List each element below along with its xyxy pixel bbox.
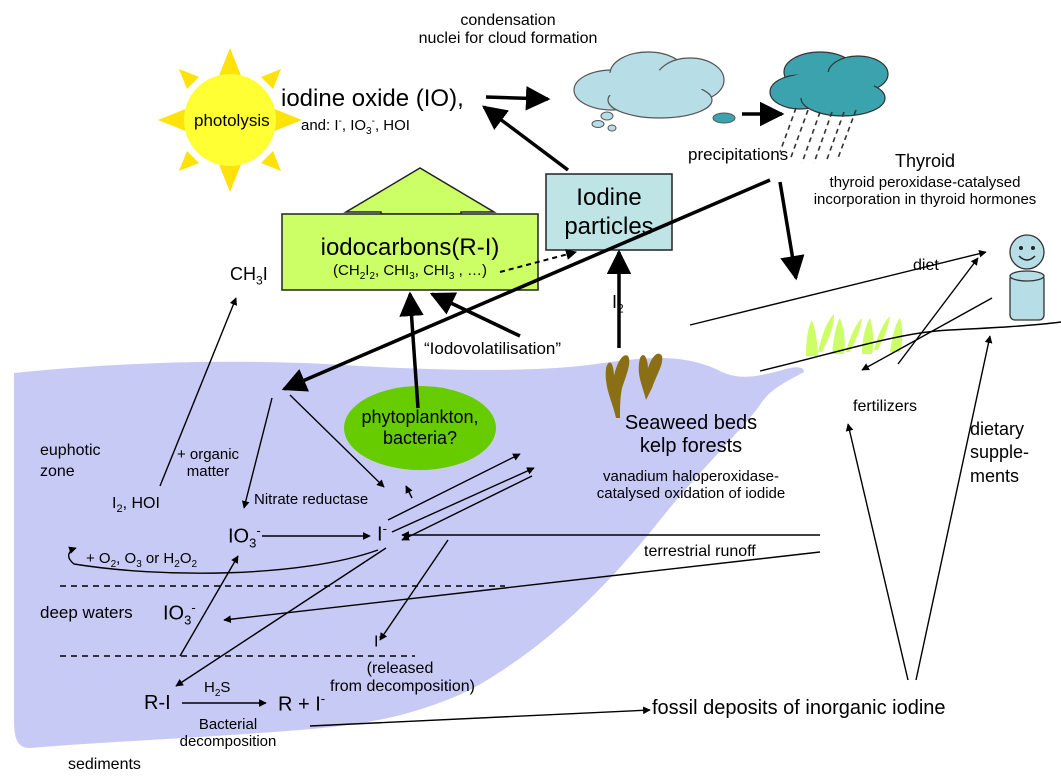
- ri-label: R-I: [144, 692, 171, 714]
- seaweed-label: Seaweed beds kelp forests: [624, 412, 758, 457]
- oxidants-label: + O2, O3 or H2O2: [86, 550, 198, 570]
- i2-air-label: I2: [612, 292, 624, 316]
- bacterial-decomposition-label: Bacterial decomposition: [179, 716, 277, 751]
- iodide-upper-label: I-: [377, 521, 387, 546]
- iodocarbons-species: (CH2I2, CHI3, CHI3 , …): [333, 262, 487, 282]
- euphotic-zone-label: euphotic zone: [40, 442, 101, 480]
- ch3i-label: CH3I: [230, 264, 268, 288]
- sun-disc: [184, 74, 276, 166]
- iodocarbons-title: iodocarbons(R-I): [320, 234, 500, 261]
- iodine-oxide-species-label: and: I-, IO3-, HOI: [301, 116, 410, 137]
- volatilisation-big-arrow: [343, 167, 497, 215]
- precipitations-label: precipitations: [688, 145, 789, 164]
- land-surface: [759, 321, 1061, 372]
- photolysis-label: photolysis: [194, 111, 270, 130]
- deep-waters-label: deep waters: [40, 603, 133, 622]
- io3-upper-label: IO3-: [228, 523, 261, 551]
- r-plus-i-label: R + I-: [278, 691, 326, 716]
- iodine-oxide-label: iodine oxide (IO),: [281, 85, 464, 112]
- iodine-particles-box: [545, 173, 673, 251]
- thyroid-label: Thyroid thyroid peroxidase-catalysed inc…: [813, 151, 1037, 208]
- fertilizers-label: fertilizers: [853, 398, 918, 415]
- phytoplankton-ellipse: [344, 386, 496, 470]
- iodocarbon-to-particles-dashed: [499, 249, 578, 273]
- person-icon: [1009, 234, 1045, 321]
- sun-icon: [158, 48, 302, 192]
- iodide-deep-label: I-: [374, 631, 383, 651]
- h2s-label: H2S: [204, 679, 231, 699]
- vanadium-label: vanadium haloperoxidase- catalysed oxida…: [596, 468, 786, 503]
- nitrate-reductase-label: Nitrate reductase: [254, 491, 369, 508]
- seaweed-icon: [605, 353, 663, 418]
- iodocarbons-box: [281, 213, 539, 291]
- released-label: (released from decomposition): [330, 660, 475, 696]
- diet-label: diet: [913, 257, 939, 274]
- iodovolatilisation-label: “Iodovolatilisation”: [424, 339, 562, 358]
- io3-deep-label: IO3-: [163, 600, 196, 628]
- phytoplankton-label: phytoplankton, bacteria?: [361, 407, 479, 448]
- cloud-icon: [573, 51, 736, 132]
- i2-hoi-label: I2, HOI: [112, 495, 160, 516]
- sediments-label: sediments: [68, 756, 141, 773]
- thin-arrows: [67, 249, 993, 727]
- cloud-condensation-label: condensation nuclei for cloud formation: [418, 12, 598, 48]
- dietary-supplements-label: dietary supple- ments: [970, 419, 1030, 486]
- fossil-deposits-label: fossil deposits of inorganic iodine: [652, 697, 946, 719]
- thick-arrows: [281, 86, 805, 409]
- crop-icon: [806, 314, 903, 356]
- terrestrial-runoff-label: terrestrial runoff: [644, 543, 756, 560]
- rain-cloud-icon: [769, 51, 889, 164]
- organic-matter-label: + organic matter: [176, 446, 240, 481]
- sea-region: [14, 358, 804, 748]
- iodine-particles-label: Iodine particles: [564, 184, 654, 240]
